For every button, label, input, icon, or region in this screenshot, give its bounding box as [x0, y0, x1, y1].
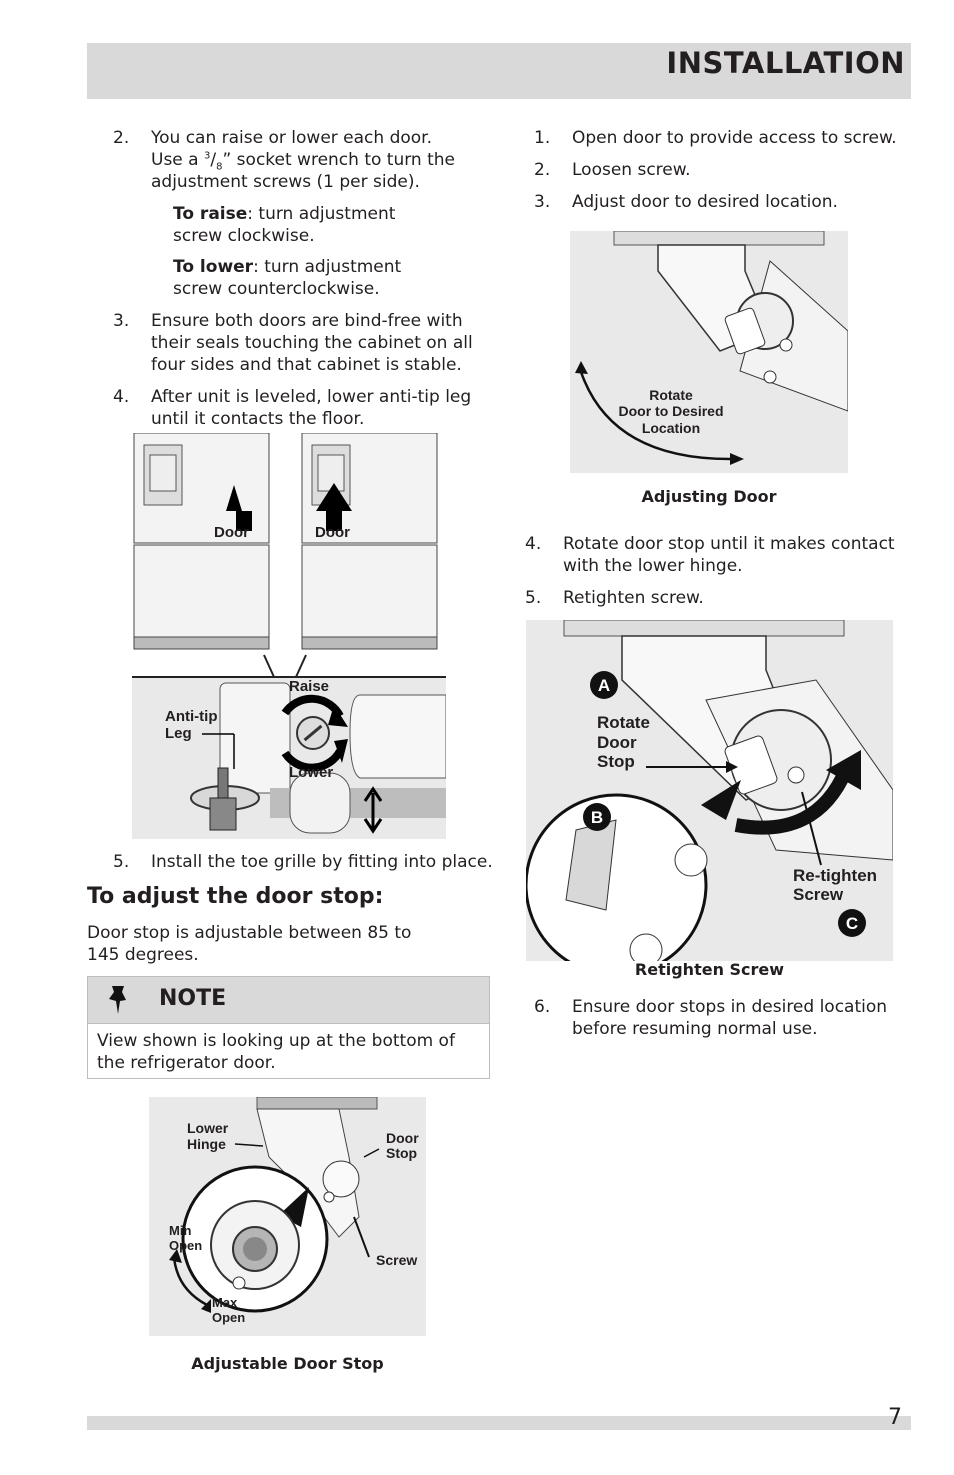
note-box: NOTE View shown is looking up at the bot… [87, 976, 490, 1079]
lower-hinge-label: Lower [187, 1120, 229, 1136]
rotate-door-stop-label-2: Door [597, 733, 637, 752]
badge-b-label: B [591, 808, 603, 827]
rotate-arrow-icon [734, 767, 853, 835]
caption-retighten-screw: Retighten Screw [634, 960, 785, 979]
rotate-arrow-icon [578, 368, 736, 461]
step-4-left: 4. After unit is leveled, lower anti-tip… [113, 387, 472, 429]
step-5-left: 5. Install the toe grille by fitting int… [113, 852, 493, 872]
min-open-label-2: Open [169, 1238, 202, 1253]
step-3-left: 3. Ensure both doors are bind-free with … [113, 311, 473, 375]
step-line: adjustment screws (1 per side). [151, 172, 420, 192]
badge-c [838, 909, 866, 937]
step-4-right: 4. Rotate door stop until it makes conta… [525, 534, 895, 576]
max-open-label: Max [212, 1295, 238, 1310]
rotation-arrow-icon [172, 1256, 208, 1307]
lower-hinge-label-2: Hinge [187, 1136, 226, 1152]
hinge-bracket [219, 682, 291, 794]
max-open-label-2: Open [212, 1310, 245, 1325]
raise-lower-door-figure: Door Door Raise Lower Anti-tip Leg [132, 433, 446, 839]
anti-tip-label: Anti-tip [165, 708, 217, 725]
badge-b [583, 803, 611, 831]
refrigerator-right-door [301, 433, 438, 650]
screw-icon [763, 370, 777, 384]
footer-bar [87, 1416, 911, 1430]
caption-adjusting-door: Adjusting Door [641, 487, 777, 506]
screw-icon [232, 1276, 246, 1290]
step-line-fraction: Use a 3/8” socket wrench to turn the [151, 150, 456, 173]
step-3-right: 3. Adjust door to desired location. [534, 192, 838, 212]
raise-label: Raise [289, 678, 329, 695]
door-stop-label-2: Stop [386, 1145, 417, 1161]
step-6-right: 6. Ensure door stops in desired location… [534, 997, 888, 1039]
step-2-right: 2. Loosen screw. [534, 160, 691, 180]
lower-label: Lower [289, 764, 333, 781]
badge-a-label: A [598, 676, 610, 695]
header-bar: INSTALLATION [87, 43, 911, 99]
screw-icon [674, 843, 708, 877]
door-label-left: Door [214, 524, 249, 541]
badge-c-label: C [846, 914, 858, 933]
note-title: NOTE [159, 986, 227, 1011]
step-2-left: 2. You can raise or lower each door. Use… [113, 127, 493, 197]
screw-icon [787, 766, 805, 784]
section-title-door-stop: To adjust the door stop: [87, 884, 384, 909]
rotate-door-stop-label-3: Stop [597, 752, 635, 771]
caption-adjustable-door-stop: Adjustable Door Stop [191, 1354, 384, 1373]
screw-icon [779, 338, 793, 352]
door-stop-label: Door [386, 1130, 419, 1146]
door-label-right: Door [315, 524, 350, 541]
lower-instruction: To lower: turn adjustment screw counterc… [173, 257, 402, 299]
rotate-door-stop-label-1: Rotate [597, 713, 650, 732]
up-down-arrow-icon [363, 786, 383, 834]
retighten-screw-figure: A B C Rotate Door Stop Re-tighten Screw [526, 620, 893, 961]
pushpin-icon [109, 986, 126, 1014]
note-header: NOTE [88, 977, 489, 1024]
adjustable-door-stop-figure: Lower Hinge Door Stop Screw Min Open Max… [149, 1097, 426, 1336]
counterclockwise-arrow-icon [281, 748, 344, 772]
arrow-up-icon [226, 485, 252, 531]
door-stop-intro: Door stop is adjustable between 85 to 14… [87, 923, 412, 965]
rotate-label-2: Door to Desired [618, 403, 723, 419]
retighten-label-2: Screw [793, 885, 844, 904]
page-number: 7 [888, 1405, 902, 1430]
screw-icon [629, 933, 663, 961]
refrigerator-left-door [133, 433, 270, 650]
step-line: You can raise or lower each door. [151, 128, 432, 148]
adjusting-door-figure: Rotate Door to Desired Location [570, 231, 848, 473]
arrow-up-icon [316, 483, 352, 531]
magnified-circle [526, 793, 708, 961]
step-5-right: 5. Retighten screw. [525, 588, 704, 608]
raise-instruction: To raise: turn adjustment screw clockwis… [173, 204, 396, 246]
screw-label: Screw [376, 1252, 417, 1268]
screw-icon [323, 1191, 335, 1203]
note-text: View shown is looking up at the bottom o… [97, 1031, 455, 1073]
page-title: INSTALLATION [666, 46, 905, 80]
min-open-label: Min [169, 1223, 191, 1238]
badge-a [590, 671, 618, 699]
rotate-label-1: Rotate [649, 387, 693, 403]
retighten-label-1: Re-tighten [793, 866, 877, 885]
step-number: 2. [113, 128, 130, 148]
rotate-label-3: Location [642, 420, 700, 436]
step-1-right: 1. Open door to provide access to screw. [534, 128, 897, 148]
anti-tip-label-2: Leg [165, 725, 192, 742]
